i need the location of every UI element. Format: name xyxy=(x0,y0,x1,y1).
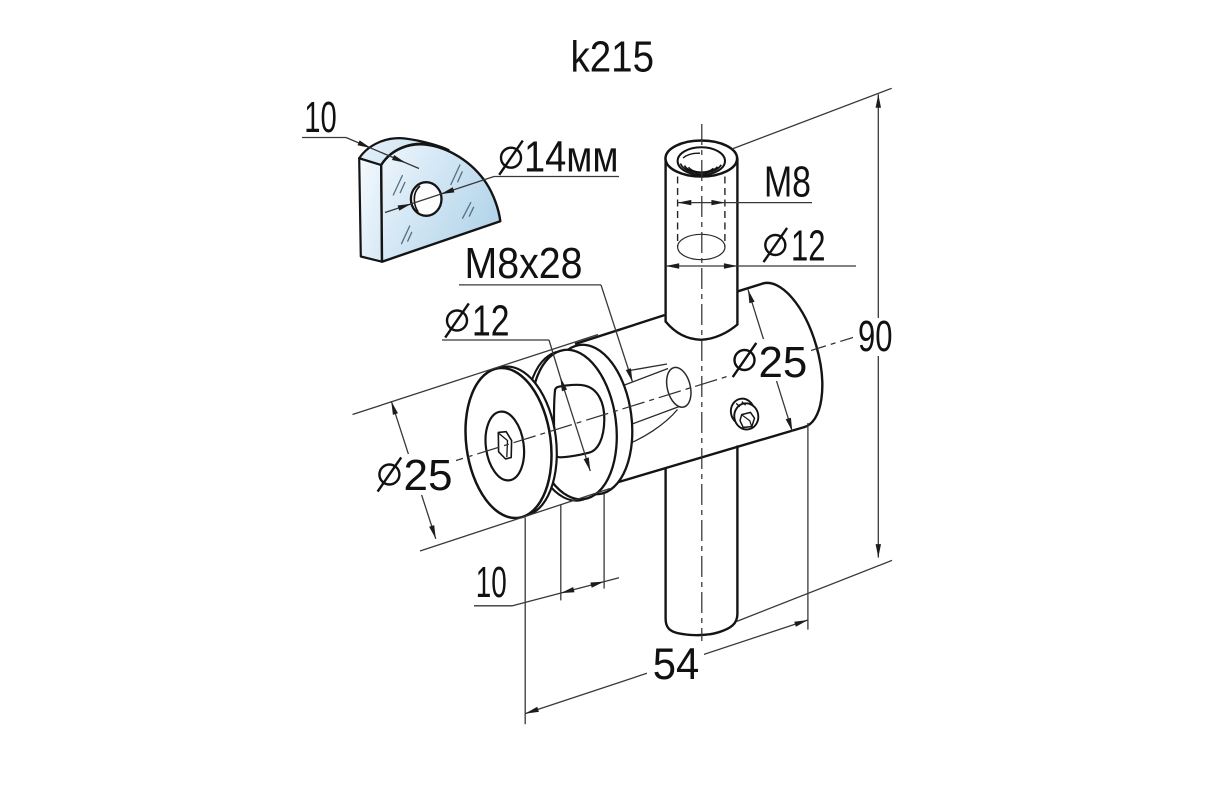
svg-text:k215: k215 xyxy=(571,32,655,81)
svg-text:M8x28: M8x28 xyxy=(465,240,583,288)
svg-text:10: 10 xyxy=(304,94,337,142)
svg-text:M8: M8 xyxy=(764,159,811,207)
svg-text:54: 54 xyxy=(653,640,700,689)
svg-text:12: 12 xyxy=(791,222,826,270)
svg-text:25: 25 xyxy=(759,339,808,387)
svg-text:10: 10 xyxy=(476,559,507,607)
svg-text:14мм: 14мм xyxy=(524,134,619,182)
svg-text:25: 25 xyxy=(404,452,453,500)
svg-text:90: 90 xyxy=(858,313,893,361)
svg-text:12: 12 xyxy=(472,297,510,345)
